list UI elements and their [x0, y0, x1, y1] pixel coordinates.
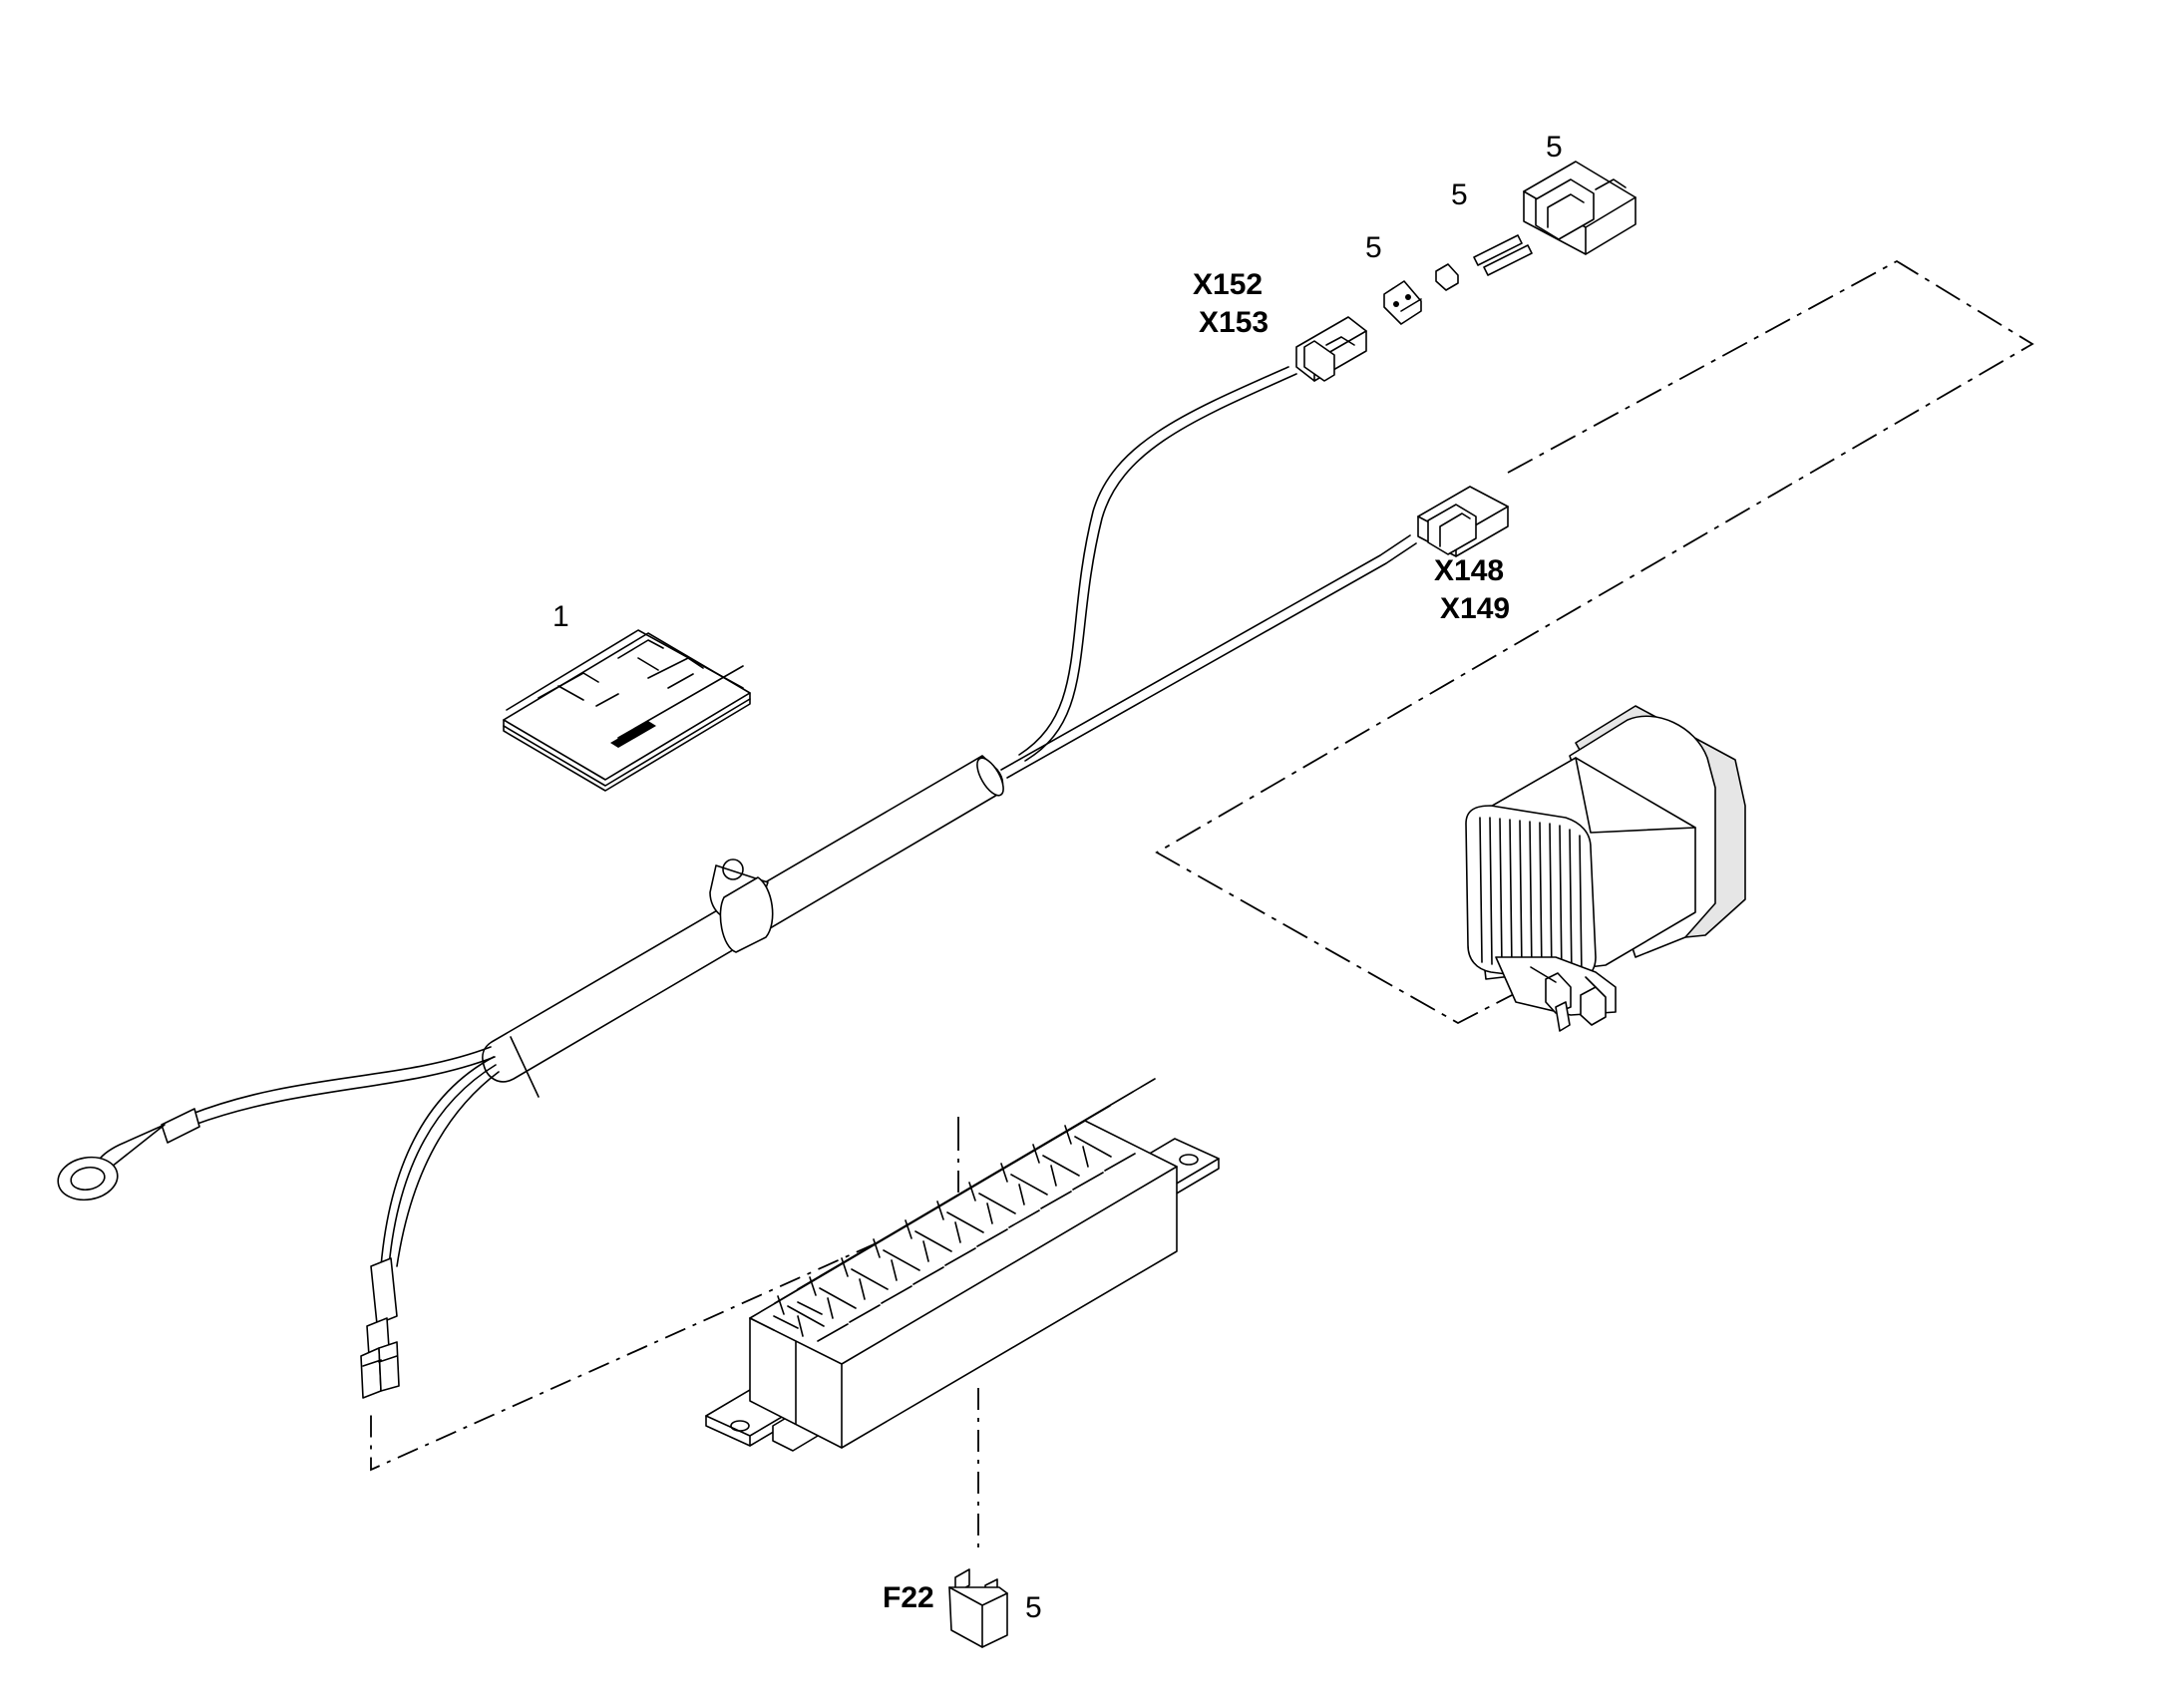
fuse-f22: F22 5	[883, 1568, 1042, 1648]
label-item-5-top: 5	[1546, 131, 1563, 164]
label-item-5-small: 5	[1365, 231, 1382, 264]
wire-harness	[57, 366, 1417, 1399]
label-item-5-fuse: 5	[1025, 1591, 1042, 1624]
label-x152: X152	[1193, 268, 1263, 301]
label-f22: F22	[883, 1581, 934, 1614]
label-item-5-mid: 5	[1451, 178, 1468, 211]
wiring-diagram-booklet: 1	[503, 600, 751, 792]
mating-plug: 5	[1523, 131, 1636, 255]
fuse-holder-block	[705, 1078, 1220, 1452]
relay-module	[1465, 705, 1746, 1032]
label-item-1: 1	[552, 600, 569, 633]
connector-x148-x149: X148 X149	[1417, 486, 1510, 625]
label-x148: X148	[1434, 554, 1504, 587]
label-x153: X153	[1199, 306, 1269, 339]
label-x149: X149	[1440, 592, 1510, 625]
dashed-leader-lines	[370, 259, 2034, 1550]
connector-x152-x153: X152 X153	[1193, 268, 1367, 382]
connector-seal-and-pins: 5 5	[1365, 178, 1533, 325]
